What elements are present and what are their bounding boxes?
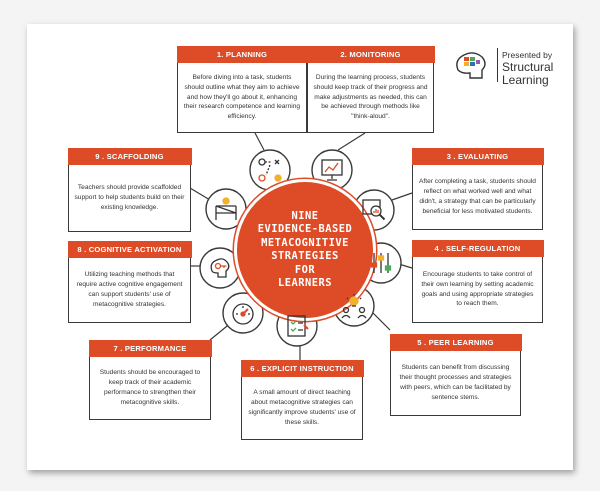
peer-lightbulb-icon xyxy=(341,294,367,319)
strategy-card-self-regulation: 4 . SELF-REGULATION Encourage students t… xyxy=(411,239,544,323)
presented-by-label: Presented by xyxy=(502,50,553,60)
strategy-card-explicit-instruction: 6 . EXPLICIT INSTRUCTION A small amount … xyxy=(240,359,364,440)
brain-key-icon xyxy=(210,258,230,278)
sliders-icon xyxy=(370,253,392,273)
strategy-card-scaffolding: 9 . SCAFFOLDING Teachers should provide … xyxy=(67,147,192,232)
magnify-chart-icon xyxy=(362,199,386,221)
monitor-chart-icon xyxy=(321,159,343,181)
card-text: A small amount of direct teaching about … xyxy=(248,389,356,426)
card-title: 1. PLANNING xyxy=(176,45,308,63)
card-text: After completing a task, students should… xyxy=(419,178,536,215)
card-title: 5 . PEER LEARNING xyxy=(389,333,522,351)
card-text: During the learning process, students sh… xyxy=(313,74,428,121)
strategy-card-peer-learning: 5 . PEER LEARNING Students can benefit f… xyxy=(389,333,522,416)
logo-divider xyxy=(497,48,498,82)
scaffold-icon xyxy=(215,197,237,220)
brand-name: Structural Learning xyxy=(502,60,554,87)
card-title: 4 . SELF-REGULATION xyxy=(411,239,544,257)
planning-icon xyxy=(258,158,282,182)
strategy-card-evaluating: 3 . EVALUATING After completing a task, … xyxy=(411,147,544,230)
card-title: 8 . COGNITIVE ACTIVATION xyxy=(67,240,192,258)
checklist-icon xyxy=(287,315,309,337)
strategy-card-planning: 1. PLANNING Before diving into a task, s… xyxy=(176,45,308,133)
strategy-card-monitoring: 2. MONITORING During the learning proces… xyxy=(306,45,435,133)
card-text: Students should be encouraged to keep tr… xyxy=(99,369,201,406)
card-text: Before diving into a task, students shou… xyxy=(183,74,301,121)
card-text: Encourage students to take control of th… xyxy=(421,270,534,308)
card-title: 6 . EXPLICIT INSTRUCTION xyxy=(240,359,364,377)
strategy-card-performance-monitoring: 7 . PERFORMANCE MONITORING Students shou… xyxy=(88,339,212,420)
card-title: 3 . EVALUATING xyxy=(411,147,544,165)
card-title: 7 . PERFORMANCE MONITORING xyxy=(88,339,212,370)
brain-logo-icon xyxy=(456,52,486,79)
card-text: Utilizing teaching methods that require … xyxy=(76,271,183,308)
center-title: NINE EVIDENCE-BASED METACOGNITIVE STRATE… xyxy=(257,209,353,290)
strategy-card-cognitive-activation: 8 . COGNITIVE ACTIVATION Utilizing teach… xyxy=(67,240,192,323)
card-text: Students can benefit from discussing the… xyxy=(399,364,512,401)
card-text: Teachers should provide scaffolded suppo… xyxy=(74,184,185,211)
card-title: 2. MONITORING xyxy=(306,45,435,63)
gauge-icon xyxy=(232,303,254,325)
card-title: 9 . SCAFFOLDING xyxy=(67,147,192,165)
